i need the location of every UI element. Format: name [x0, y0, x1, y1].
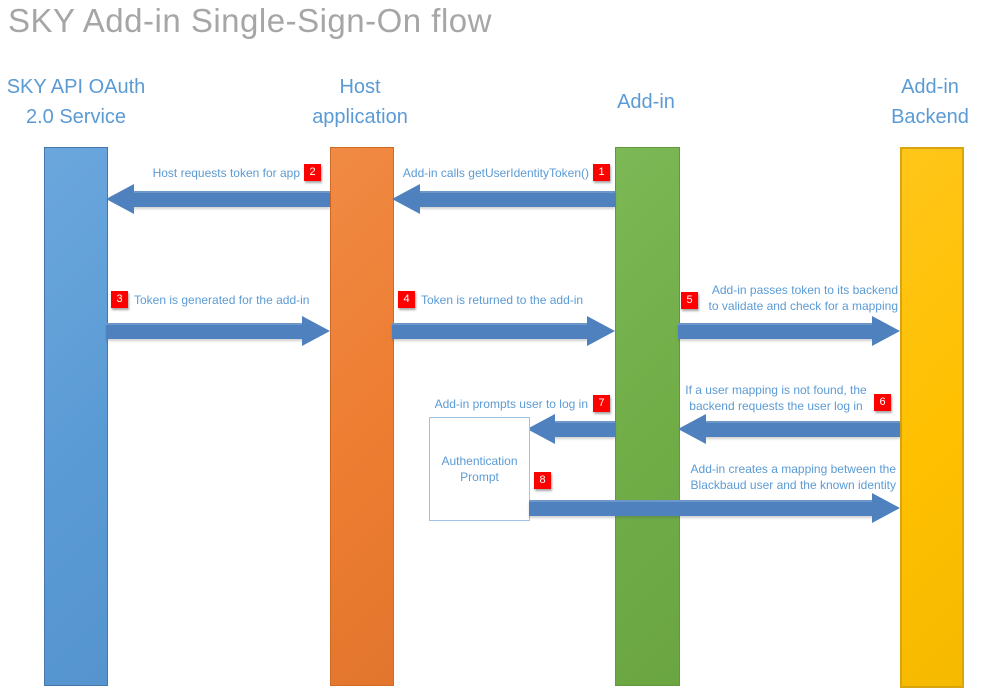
arrow-head-left-icon — [678, 414, 706, 444]
arrow-shaft — [678, 323, 873, 339]
arrow-head-right-icon — [302, 316, 330, 346]
arrow-head-left-icon — [392, 184, 420, 214]
lifeline-addin — [615, 147, 680, 686]
arrow-shaft — [133, 191, 330, 207]
message-3-label: Token is generated for the add-in — [134, 293, 310, 307]
lifeline-host-application — [330, 147, 394, 686]
message-5-arrow — [678, 316, 900, 346]
message-2-arrow — [106, 184, 330, 214]
arrow-head-right-icon — [587, 316, 615, 346]
message-7-badge: 7 — [593, 395, 610, 412]
lifeline-addin-backend — [900, 147, 964, 688]
message-2-label: Host requests token for app — [152, 166, 300, 180]
arrow-shaft — [529, 500, 873, 516]
message-8-arrow — [529, 493, 900, 523]
message-4-label: Token is returned to the add-in — [421, 293, 584, 307]
lane-header-addin: Add-in — [617, 91, 675, 113]
message-3-arrow — [106, 316, 330, 346]
diagram-title: SKY Add-in Single-Sign-On flow — [8, 2, 492, 39]
arrow-shaft — [106, 323, 303, 339]
arrow-head-left-icon — [106, 184, 134, 214]
message-1-label: Add-in calls getUserIdentityToken() — [402, 166, 589, 180]
message-8-badge: 8 — [534, 472, 551, 489]
lane-header-host: Host application — [312, 76, 408, 128]
lane-header-oauth: SKY API OAuth 2.0 Service — [6, 76, 146, 128]
message-7-arrow — [527, 414, 615, 444]
arrow-head-right-icon — [872, 316, 900, 346]
arrow-shaft — [419, 191, 615, 207]
message-1-arrow — [392, 184, 615, 214]
message-6-badge: 6 — [874, 394, 891, 411]
arrow-shaft — [392, 323, 588, 339]
message-8-label: Add-in creates a mapping between the Bla… — [690, 462, 896, 492]
arrow-head-left-icon — [527, 414, 555, 444]
message-1-badge: 1 — [593, 164, 610, 181]
lifeline-oauth-service — [44, 147, 108, 686]
message-7-label: Add-in prompts user to log in — [434, 397, 588, 411]
arrow-shaft — [705, 421, 900, 437]
arrow-head-right-icon — [872, 493, 900, 523]
message-5-badge: 5 — [681, 292, 698, 309]
message-4-arrow — [392, 316, 615, 346]
message-6-label: If a user mapping is not found, the back… — [685, 383, 867, 413]
message-6-arrow — [678, 414, 900, 444]
arrow-shaft — [554, 421, 615, 437]
authentication-prompt-box: Authentication Prompt — [429, 417, 530, 521]
message-2-badge: 2 — [304, 164, 321, 181]
lane-header-backend: Add-in Backend — [891, 76, 969, 128]
message-4-badge: 4 — [398, 291, 415, 308]
message-3-badge: 3 — [111, 291, 128, 308]
message-5-label: Add-in passes token to its backend to va… — [708, 283, 898, 313]
